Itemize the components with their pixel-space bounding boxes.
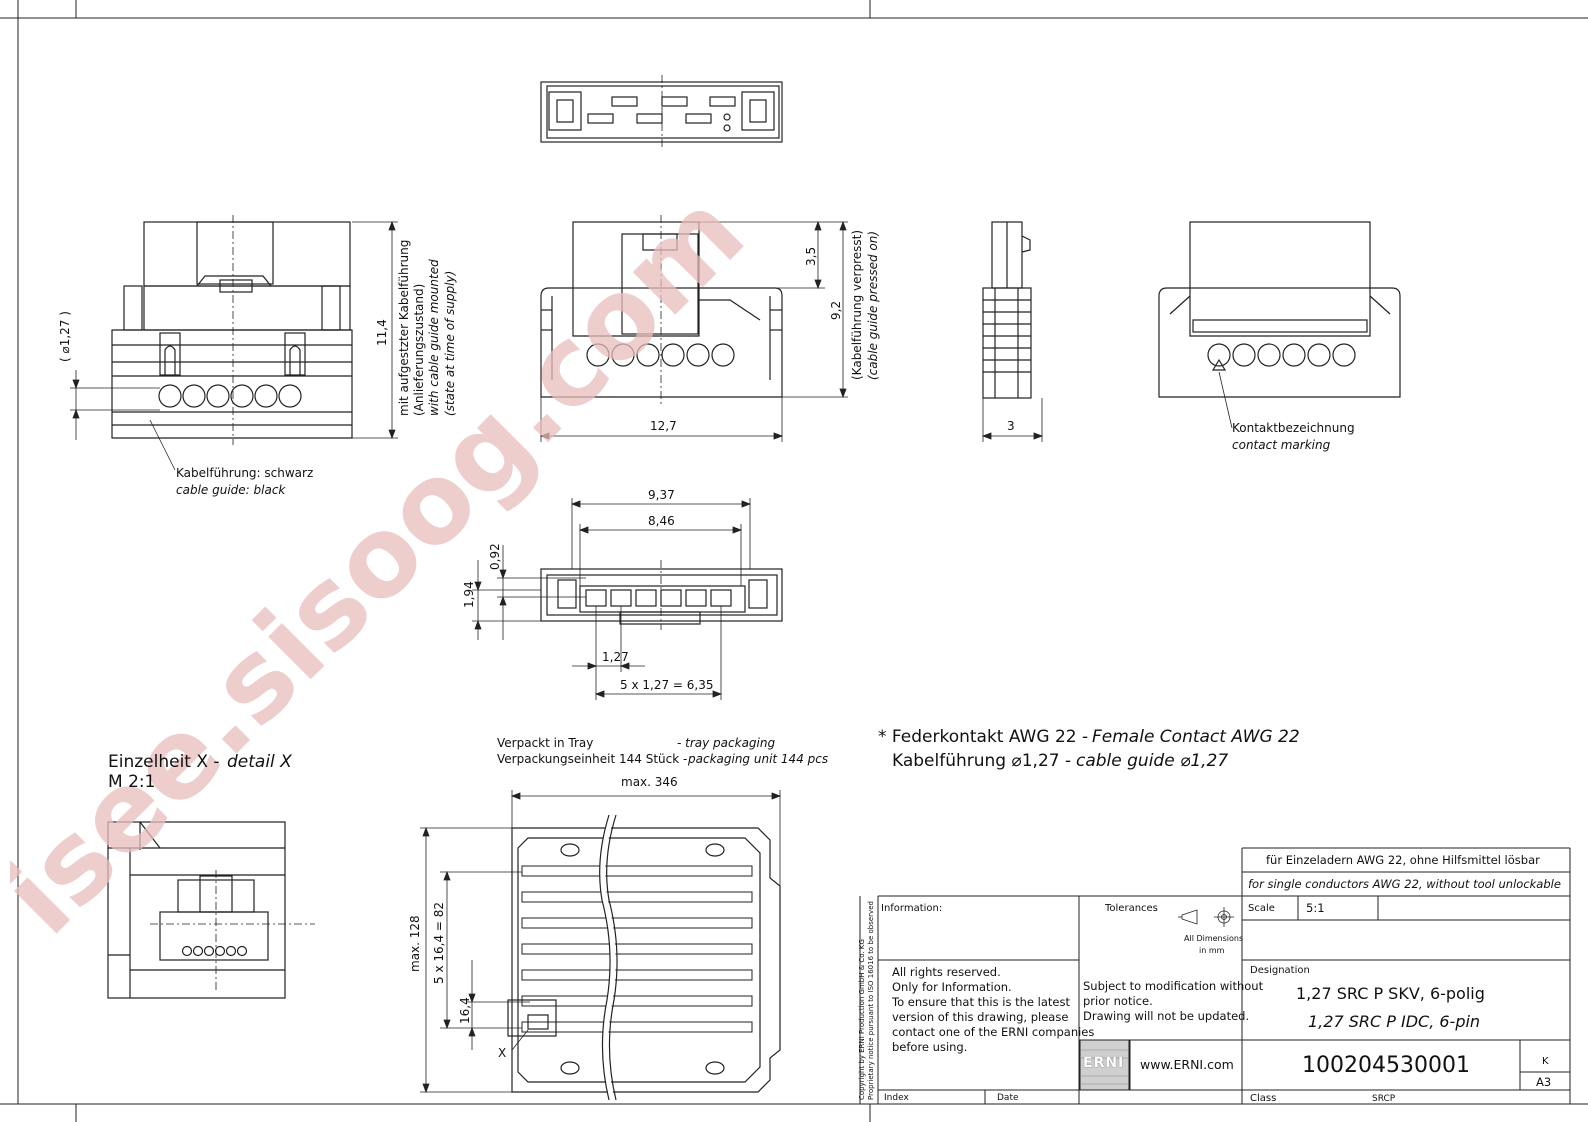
- designation-de: 1,27 SRC P SKV, 6-polig: [1296, 984, 1485, 1003]
- rear-view: [1158, 221, 1401, 429]
- bottom-outer-dim: 9,37: [648, 488, 675, 502]
- detail-scale: M 2:1: [108, 772, 156, 792]
- front-wire-dia-dim: ( ⌀1,27 ): [58, 311, 72, 362]
- note-contact-de: * Federkontakt AWG 22 -: [878, 727, 1089, 747]
- tray-height-dim: max. 128: [408, 915, 422, 972]
- tray-packed-en: - tray packaging: [677, 736, 776, 750]
- mounted-label-1: mit aufgestzter Kabelführung: [397, 239, 411, 416]
- all-dimensions-1: All Dimensions: [1184, 934, 1244, 943]
- description-de: für Einzeladern AWG 22, ohne Hilfsmittel…: [1266, 853, 1540, 867]
- part-number: 100204530001: [1302, 1053, 1470, 1078]
- copyright-2: Proprietary notice pursuant to ISO 16016…: [867, 901, 875, 1100]
- tolerance-symbol: [1178, 907, 1234, 927]
- all-dimensions-2: in mm: [1199, 946, 1225, 955]
- tray-unit-en: packaging unit 144 pcs: [688, 752, 829, 766]
- modification-1: Subject to modification without: [1083, 979, 1264, 993]
- revision: K: [1542, 1056, 1549, 1067]
- side-view: [982, 221, 1032, 399]
- rights-1: All rights reserved.: [892, 965, 1001, 979]
- tray-dims: [420, 790, 782, 1094]
- bottom-view: [540, 560, 783, 630]
- side-width-dim: 3: [1007, 419, 1015, 433]
- pressed-label-de: (Kabelführung verpresst): [850, 229, 864, 380]
- note-guide-de: Kabelführung ⌀1,27 -: [892, 751, 1072, 771]
- scale-value: 5:1: [1306, 901, 1325, 915]
- rights-3: To ensure that this is the latest: [892, 995, 1070, 1009]
- rights-4: version of this drawing, please: [892, 1010, 1069, 1024]
- pressed-view: [540, 215, 783, 405]
- tray-pitch-dim: 16,4: [458, 997, 472, 1024]
- information-label: Information:: [881, 903, 943, 914]
- note-contact-en: Female Contact AWG 22: [1092, 727, 1300, 747]
- detail-title-en: detail X: [227, 752, 292, 772]
- bottom-pitch-dim: 1,27: [602, 650, 629, 664]
- scale-label: Scale: [1248, 903, 1275, 914]
- front-dims: [70, 220, 398, 471]
- website-link[interactable]: www.ERNI.com: [1140, 1057, 1234, 1072]
- top-view: [540, 75, 783, 148]
- cable-guide-en: cable guide: black: [176, 483, 286, 497]
- pressed-label-en: (cable guide pressed on): [866, 230, 880, 380]
- tray-view: [507, 814, 781, 1101]
- front-view: [111, 215, 353, 445]
- pressed-width-dim: 12,7: [650, 419, 677, 433]
- bottom-small-v-dim: 0,92: [488, 543, 502, 570]
- class-label: Class: [1250, 1093, 1277, 1104]
- front-height-dim: 11,4: [375, 319, 389, 346]
- detail-view: [107, 821, 315, 999]
- side-dims: [981, 398, 1044, 442]
- designation-label: Designation: [1250, 965, 1310, 976]
- tray-marker: X: [498, 1046, 507, 1060]
- pressed-top-dim: 3,5: [804, 246, 818, 266]
- rights-6: before using.: [892, 1040, 968, 1054]
- contact-marking-de: Kontaktbezeichnung: [1232, 421, 1355, 435]
- format: A3: [1536, 1075, 1552, 1089]
- title-block-lines: [859, 847, 1571, 1104]
- note-guide-en: cable guide ⌀1,27: [1076, 751, 1229, 771]
- index-label: Index: [884, 1093, 909, 1103]
- detail-title-de: Einzelheit X -: [108, 752, 220, 772]
- bottom-dims: [472, 498, 752, 700]
- description-en: for single conductors AWG 22, without to…: [1248, 877, 1561, 891]
- designation-en: 1,27 SRC P IDC, 6-pin: [1308, 1012, 1481, 1031]
- modification-2: prior notice.: [1083, 994, 1153, 1008]
- tray-unit-de: Verpackungseinheit 144 Stück -: [497, 752, 688, 766]
- mounted-label-2: (Anlieferungszustand): [412, 283, 426, 416]
- mounted-label-3: with cable guide mounted: [427, 259, 441, 416]
- pressed-height-dim: 9,2: [829, 300, 843, 320]
- date-label: Date: [997, 1093, 1019, 1103]
- mounted-label-4: (state at time of supply): [443, 270, 457, 416]
- erni-logo: ERNI: [1083, 1055, 1125, 1071]
- class-value: SRCP: [1372, 1094, 1396, 1104]
- tray-width-dim: max. 346: [621, 775, 678, 789]
- modification-3: Drawing will not be updated.: [1083, 1009, 1250, 1023]
- rights-2: Only for Information.: [892, 980, 1012, 994]
- pressed-dims: [539, 220, 848, 442]
- bottom-large-v-dim: 1,94: [462, 581, 476, 608]
- cable-guide-de: Kabelführung: schwarz: [176, 466, 314, 480]
- tray-pitch-total-dim: 5 x 16,4 = 82: [432, 901, 446, 984]
- contact-marking-en: contact marking: [1232, 438, 1331, 452]
- bottom-total-dim: 5 x 1,27 = 6,35: [620, 678, 714, 692]
- erni-logo-pattern: [1079, 1039, 1130, 1091]
- rights-5: contact one of the ERNI companies: [892, 1025, 1095, 1039]
- tray-packed-de: Verpackt in Tray: [497, 736, 594, 750]
- copyright-1: Copyright by ERNI Production GmbH & Co. …: [858, 939, 866, 1100]
- bottom-inner-dim: 8,46: [648, 514, 675, 528]
- tolerances-label: Tolerances: [1105, 903, 1158, 914]
